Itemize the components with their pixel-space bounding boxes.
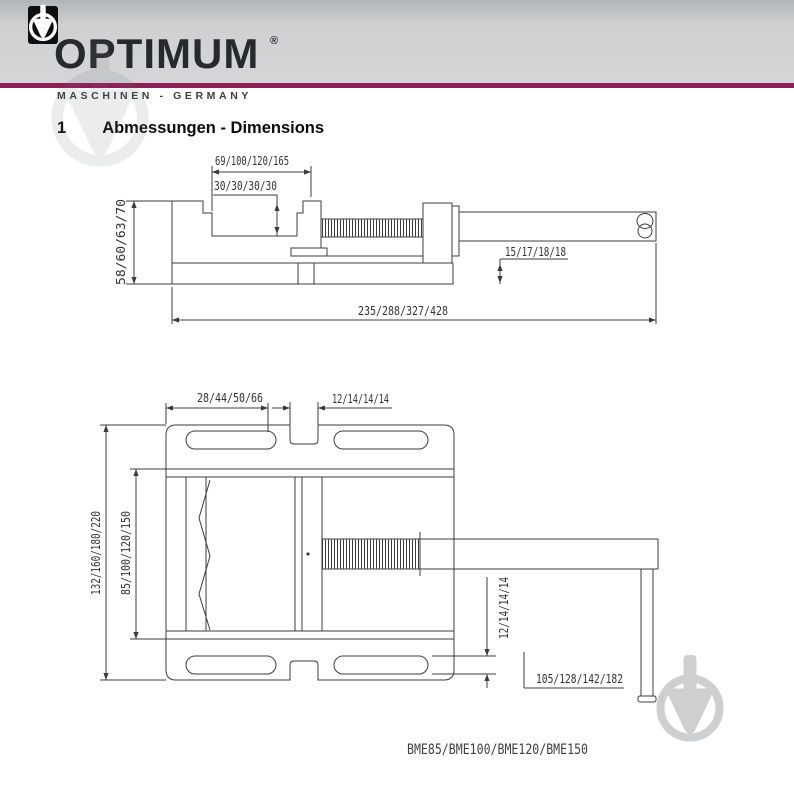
registered-mark: ® [270,35,279,47]
top-view-dimension-lines [100,402,624,689]
section-title: Abmessungen - Dimensions [102,119,325,137]
dim-overall-width: 132/160/180/220 [89,511,103,595]
side-view-labels: 69/100/120/165 30/30/30/30 58/60/63/70 1… [114,154,566,318]
side-view-arrowheads [131,169,656,323]
brand-logo: OPTIMUM [54,30,260,77]
plumb-bob-circle-icon [57,41,143,161]
side-view [126,166,657,324]
dim-slot-width: 12/14/14/14 [497,577,511,639]
dim-overall-height: 58/60/63/70 [114,199,128,285]
brand-color-bar [0,83,794,88]
top-view-linework [165,424,659,703]
dim-overall-length: 235/288/327/428 [358,304,448,318]
dim-inner-width: 85/100/120/150 [119,511,133,595]
side-view-dimension-lines [126,166,657,324]
dim-center-slot-width: 12/14/14/14 [332,392,389,406]
dim-jaw-depth: 30/30/30/30 [214,179,277,193]
plumb-bob-circle-icon [661,655,720,738]
caption-models: BME85/BME100/BME120/BME150 [407,742,588,758]
dim-base-height: 15/17/18/18 [505,245,566,259]
top-view [100,402,659,703]
top-left-badge [28,3,58,44]
dim-slot-offset: 28/44/50/66 [197,391,263,405]
top-view-arrowheads [103,405,490,681]
header-banner [0,0,794,83]
dim-spindle-reach: 105/128/142/182 [536,672,623,686]
top-view-labels: 28/44/50/66 12/14/14/14 132/160/180/220 … [89,391,623,686]
dim-opening-width: 69/100/120/165 [215,154,289,168]
side-view-linework [171,200,657,285]
